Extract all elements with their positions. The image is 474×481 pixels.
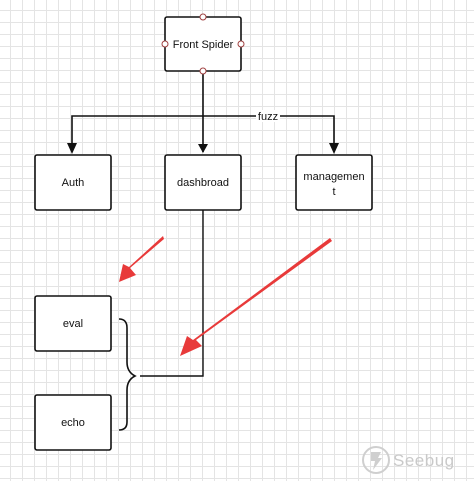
node-echo-label: echo [61,417,85,429]
node-front-spider-label: Front Spider [173,39,234,51]
watermark: Seebug [362,446,455,474]
watermark-text: Seebug [393,451,455,470]
connection-handle-top[interactable] [199,13,207,21]
node-management[interactable]: managemen t [295,154,373,211]
node-eval[interactable]: eval [34,295,112,352]
node-echo[interactable]: echo [34,394,112,451]
seebug-logo-icon [362,446,390,474]
fuzz-label-bg [256,110,280,122]
node-dashboard-label: dashbroad [177,177,229,189]
node-management-label-line1: managemen [303,171,364,183]
connection-handle-bottom[interactable] [199,67,207,75]
curly-brace [118,318,137,431]
node-management-label-line2: t [332,186,335,198]
red-arrow-to-eval [119,236,164,282]
connection-handle-right[interactable] [237,40,245,48]
red-arrow-to-bracket [180,238,332,356]
connectors [67,71,339,431]
edge-dashboard-to-bracket [140,210,204,377]
seebug-logo-mark-icon [371,452,382,470]
edge-fuzz-branch [71,115,335,152]
connection-handle-left[interactable] [161,40,169,48]
arrowhead-management [329,143,339,154]
node-front-spider[interactable]: Front Spider [161,13,245,75]
arrowhead-auth [67,143,77,154]
node-dashboard[interactable]: dashbroad [164,154,242,211]
fuzz-label: fuzz [258,111,278,123]
node-auth[interactable]: Auth [34,154,112,211]
node-auth-label: Auth [62,177,85,189]
annotation-arrows [119,236,332,356]
node-eval-label: eval [63,318,83,330]
